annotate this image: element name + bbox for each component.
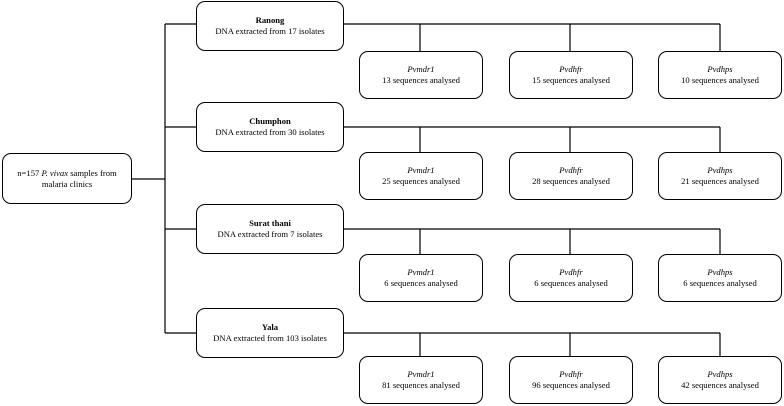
gene-count: 42 sequences analysed	[681, 380, 759, 390]
gene-box-ranong-pvdhfr: Pvdhfr 15 sequences analysed	[509, 51, 633, 99]
gene-box-surat-thani-pvdhfr: Pvdhfr 6 sequences analysed	[509, 254, 633, 302]
gene-box-yala-pvdhfr: Pvdhfr 96 sequences analysed	[509, 356, 633, 404]
gene-count: 10 sequences analysed	[681, 75, 759, 85]
root-line-2: malaria clinics	[41, 178, 93, 189]
root-samples-box: n=157 P. vivax samples from malaria clin…	[2, 153, 132, 204]
gene-box-chumphon-pvmdr1: Pvmdr1 25 sequences analysed	[359, 152, 483, 200]
gene-name: Pvdhps	[707, 369, 733, 379]
root-line-1: n=157 P. vivax samples from	[17, 168, 116, 179]
gene-name: Pvdhfr	[559, 267, 583, 277]
site-box-yala: Yala DNA extracted from 103 isolates	[196, 308, 344, 358]
gene-box-ranong-pvmdr1: Pvmdr1 13 sequences analysed	[359, 51, 483, 99]
gene-count: 25 sequences analysed	[382, 176, 460, 186]
gene-name: Pvdhps	[707, 165, 733, 175]
gene-count: 13 sequences analysed	[382, 75, 460, 85]
gene-box-yala-pvdhps: Pvdhps 42 sequences analysed	[658, 356, 782, 404]
site-dna-count: DNA extracted from 103 isolates	[213, 333, 327, 343]
gene-name: Pvdhfr	[559, 369, 583, 379]
gene-count: 21 sequences analysed	[681, 176, 759, 186]
site-name: Ranong	[255, 15, 285, 25]
site-dna-count: DNA extracted from 17 isolates	[215, 26, 325, 36]
gene-name: Pvmdr1	[407, 165, 435, 175]
gene-name: Pvmdr1	[407, 369, 435, 379]
site-dna-count: DNA extracted from 30 isolates	[215, 127, 325, 137]
site-name: Surat thani	[249, 218, 291, 228]
gene-box-surat-thani-pvdhps: Pvdhps 6 sequences analysed	[658, 254, 782, 302]
gene-count: 6 sequences analysed	[534, 278, 608, 288]
site-box-chumphon: Chumphon DNA extracted from 30 isolates	[196, 102, 344, 152]
gene-count: 28 sequences analysed	[532, 176, 610, 186]
root-line1-suffix: samples from	[70, 167, 117, 178]
site-name: Yala	[261, 322, 279, 332]
gene-box-chumphon-pvdhfr: Pvdhfr 28 sequences analysed	[509, 152, 633, 200]
gene-box-ranong-pvdhps: Pvdhps 10 sequences analysed	[658, 51, 782, 99]
site-box-surat-thani: Surat thani DNA extracted from 7 isolate…	[196, 204, 344, 254]
root-prefix: n=157	[17, 167, 40, 178]
gene-box-surat-thani-pvmdr1: Pvmdr1 6 sequences analysed	[359, 254, 483, 302]
root-species: P. vivax	[41, 167, 69, 178]
gene-name: Pvmdr1	[407, 267, 435, 277]
gene-count: 96 sequences analysed	[532, 380, 610, 390]
gene-name: Pvmdr1	[407, 64, 435, 74]
gene-box-chumphon-pvdhps: Pvdhps 21 sequences analysed	[658, 152, 782, 200]
site-name: Chumphon	[249, 116, 291, 126]
gene-count: 15 sequences analysed	[532, 75, 610, 85]
gene-name: Pvdhfr	[559, 165, 583, 175]
gene-count: 6 sequences analysed	[683, 278, 757, 288]
gene-box-yala-pvmdr1: Pvmdr1 81 sequences analysed	[359, 356, 483, 404]
gene-name: Pvdhps	[707, 267, 733, 277]
site-box-ranong: Ranong DNA extracted from 17 isolates	[196, 1, 344, 51]
gene-name: Pvdhfr	[559, 64, 583, 74]
gene-count: 6 sequences analysed	[384, 278, 458, 288]
gene-name: Pvdhps	[707, 64, 733, 74]
gene-count: 81 sequences analysed	[382, 380, 460, 390]
site-dna-count: DNA extracted from 7 isolates	[217, 229, 323, 239]
